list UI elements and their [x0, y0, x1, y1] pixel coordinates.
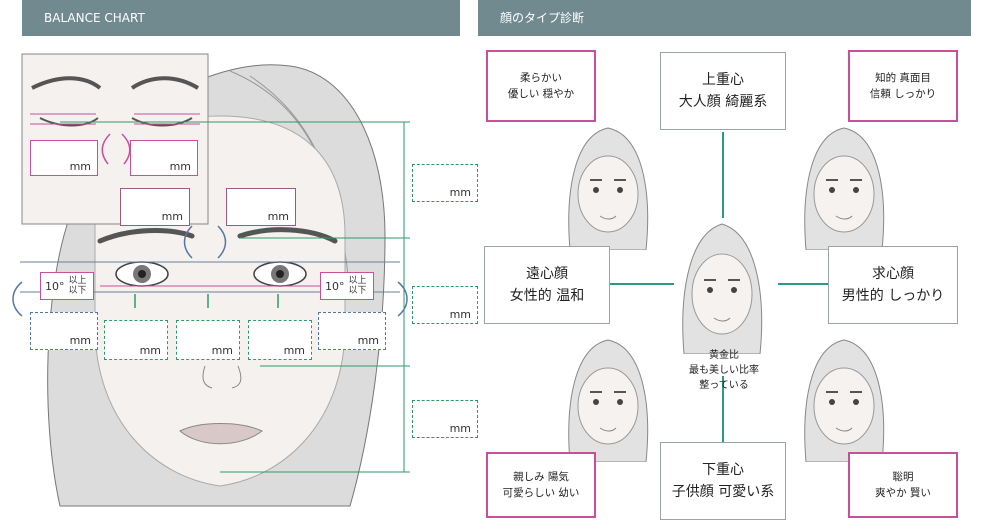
type-left-line1: 遠心顔: [526, 266, 568, 282]
face-sketch-bottom-right: [804, 339, 885, 462]
type-right-line2: 男性的 しっかり: [841, 288, 945, 304]
unit-label: mm: [69, 334, 91, 347]
type-box-right: 求心顔 男性的 しっかり: [828, 246, 958, 324]
eyelid-left-measure-box[interactable]: mm: [30, 140, 98, 176]
balance-chart-title: BALANCE CHART: [44, 11, 145, 25]
unit-label: mm: [211, 344, 233, 357]
lower-label: 以下: [348, 286, 367, 296]
eye-gap-measure-box[interactable]: mm: [176, 320, 240, 360]
corner-box-top-left: 柔らかい 優しい 穏やか: [486, 50, 596, 122]
degree-value: 10°: [325, 279, 345, 293]
face-sketch-top-left: [568, 127, 649, 250]
type-right-line1: 求心顔: [872, 266, 914, 282]
type-bottom-line2: 子供顔 可愛い系: [671, 484, 775, 500]
corner-box-top-right: 知的 真面目 信頼 しっかり: [848, 50, 958, 122]
unit-label: mm: [161, 210, 183, 223]
eyebrow-right-measure-box[interactable]: mm: [226, 188, 296, 226]
face-type-panel: 上重心 大人顔 綺麗系 下重心 子供顔 可愛い系 遠心顔 女性的 温和 求心顔 …: [478, 36, 984, 523]
middle-third-measure-box[interactable]: mm: [412, 286, 478, 324]
unit-label: mm: [169, 160, 191, 173]
balance-chart-header: BALANCE CHART: [22, 0, 460, 36]
corner-box-bottom-left: 親しみ 陽気 可愛らしい 幼い: [486, 452, 596, 518]
eye-angle-right-box[interactable]: 10° 以上以下: [320, 272, 374, 300]
type-box-bottom: 下重心 子供顔 可愛い系: [660, 442, 786, 520]
corner-tr-line1: 知的 真面目: [875, 72, 931, 84]
unit-label: mm: [449, 308, 471, 321]
corner-br-line2: 爽やか 賢い: [875, 487, 931, 499]
type-box-left: 遠心顔 女性的 温和: [484, 246, 610, 324]
unit-label: mm: [357, 334, 379, 347]
corner-tl-line1: 柔らかい: [520, 72, 562, 84]
upper-label: 以上: [348, 276, 367, 286]
corner-tr-line2: 信頼 しっかり: [869, 88, 937, 100]
upper-third-measure-box[interactable]: mm: [412, 164, 478, 202]
face-type-header: 顔のタイプ診断: [478, 0, 971, 36]
unit-label: mm: [283, 344, 305, 357]
connector-lines: [608, 132, 828, 442]
type-left-line2: 女性的 温和: [509, 288, 585, 304]
balance-chart-panel: mm mm mm mm 10° 以上以下 10° 以上以下 mm mm mm m…: [0, 36, 480, 523]
lower-third-measure-box[interactable]: mm: [412, 400, 478, 438]
corner-tl-line2: 優しい 穏やか: [507, 88, 575, 100]
golden-ratio-caption: 黄金比 最も美しい比率 整っている: [674, 348, 774, 393]
upper-label: 以上: [68, 276, 87, 286]
unit-label: mm: [69, 160, 91, 173]
eyelid-right-measure-box[interactable]: mm: [130, 140, 198, 176]
degree-value: 10°: [45, 279, 65, 293]
lower-label: 以下: [68, 286, 87, 296]
face-sketch-center: [682, 223, 763, 354]
unit-label: mm: [449, 422, 471, 435]
type-top-line2: 大人顔 綺麗系: [678, 94, 768, 110]
unit-label: mm: [139, 344, 161, 357]
unit-label: mm: [267, 210, 289, 223]
type-top-line1: 上重心: [702, 72, 744, 88]
corner-br-line1: 聡明: [892, 471, 914, 483]
face-sketch-top-right: [804, 127, 885, 250]
corner-bl-line1: 親しみ 陽気: [513, 471, 569, 483]
ratio-line3: 整っている: [699, 380, 749, 391]
eye-width-left-measure-box[interactable]: mm: [104, 320, 168, 360]
outer-left-measure-box[interactable]: mm: [30, 312, 98, 350]
ratio-line1: 黄金比: [709, 350, 739, 361]
eye-angle-left-box[interactable]: 10° 以上以下: [40, 272, 94, 300]
eyebrow-left-measure-box[interactable]: mm: [120, 188, 190, 226]
eye-width-right-measure-box[interactable]: mm: [248, 320, 312, 360]
unit-label: mm: [449, 186, 471, 199]
ratio-line2: 最も美しい比率: [689, 365, 759, 376]
corner-bl-line2: 可愛らしい 幼い: [502, 487, 580, 499]
outer-right-measure-box[interactable]: mm: [318, 312, 386, 350]
type-box-top: 上重心 大人顔 綺麗系: [660, 52, 786, 130]
corner-box-bottom-right: 聡明 爽やか 賢い: [848, 452, 958, 518]
face-type-title: 顔のタイプ診断: [500, 11, 585, 25]
face-sketch-bottom-left: [568, 339, 649, 462]
type-bottom-line1: 下重心: [702, 462, 744, 478]
